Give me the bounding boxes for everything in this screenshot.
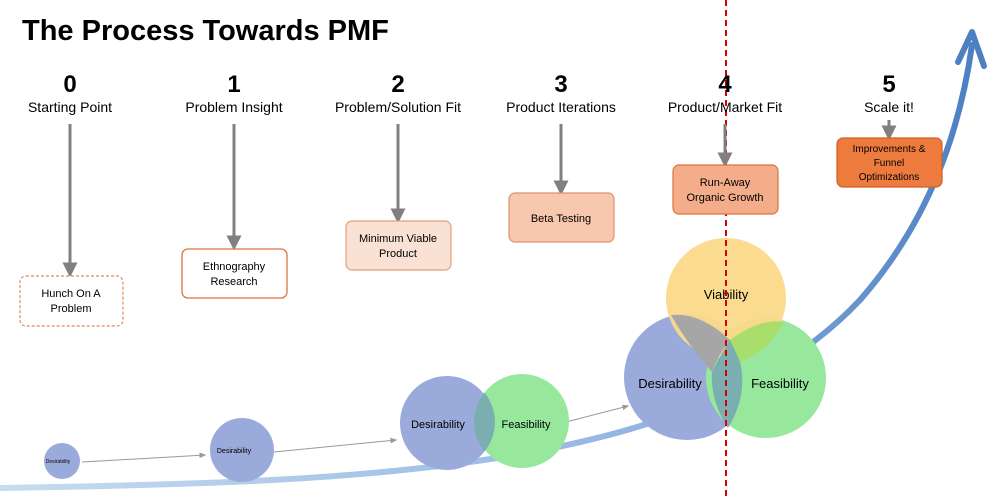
stage-number: 0 bbox=[63, 71, 76, 98]
circle-group-stage-1: Desirability bbox=[210, 418, 274, 482]
stage-5: 5 Scale it! bbox=[864, 71, 914, 115]
stage-label: Problem/Solution Fit bbox=[335, 99, 461, 115]
stage-0-box: Hunch On A Problem bbox=[19, 275, 124, 327]
stage-2-box: Minimum Viable Product bbox=[345, 220, 452, 271]
stage-label: Scale it! bbox=[864, 99, 914, 115]
box-text-line: Problem bbox=[51, 303, 92, 315]
stage-1: 1 Problem Insight bbox=[185, 71, 282, 115]
stage-number: 4 bbox=[718, 71, 732, 98]
stage-4: 4 Product/Market Fit bbox=[668, 71, 782, 115]
stage-4-box: Run-Away Organic Growth bbox=[672, 164, 779, 215]
desirability-circle bbox=[44, 443, 80, 479]
stage-1-box: Ethnography Research bbox=[181, 248, 288, 299]
page-title: The Process Towards PMF bbox=[22, 15, 389, 47]
overlap-region bbox=[474, 392, 495, 452]
circle-group-stage-4: Viability Desirability Feasibility bbox=[624, 238, 826, 440]
box-text-line: Beta Testing bbox=[531, 213, 591, 225]
overlap-region bbox=[711, 340, 743, 428]
stage-0: 0 Starting Point bbox=[28, 71, 112, 115]
desirability-circle bbox=[210, 418, 274, 482]
box-text-line: Hunch On A bbox=[41, 288, 101, 300]
stage-label: Starting Point bbox=[28, 99, 112, 115]
progression-arrow bbox=[273, 437, 398, 453]
desirability-circle bbox=[400, 376, 494, 470]
box-text-line: Run-Away bbox=[700, 177, 751, 189]
circle-label: Desirability bbox=[217, 448, 252, 455]
box-text-line: Product bbox=[379, 248, 417, 260]
stage-3: 3 Product Iterations bbox=[506, 71, 616, 115]
stage-number: 1 bbox=[227, 71, 240, 98]
box-text-line: Funnel bbox=[874, 158, 905, 169]
stage-label: Product/Market Fit bbox=[668, 99, 782, 115]
circle-group-stage-0: Desirability bbox=[44, 443, 80, 479]
box-text-line: Improvements & bbox=[853, 144, 926, 155]
stage-number: 5 bbox=[882, 71, 895, 98]
progression-arrow bbox=[565, 404, 630, 423]
box-text-line: Organic Growth bbox=[686, 192, 763, 204]
circle-label: Feasibility bbox=[502, 419, 551, 431]
circle-group-stage-2: Desirability Feasibility bbox=[400, 374, 569, 470]
circle-label: Desirability bbox=[411, 419, 465, 431]
stage-3-box: Beta Testing bbox=[508, 192, 615, 243]
stage-number: 2 bbox=[391, 71, 404, 98]
stage-2: 2 Problem/Solution Fit bbox=[335, 71, 461, 115]
stage-label: Product Iterations bbox=[506, 99, 616, 115]
feasibility-circle bbox=[475, 374, 569, 468]
stage-label: Problem Insight bbox=[185, 99, 282, 115]
growth-curve-arrowhead-icon bbox=[955, 29, 987, 69]
overlap-region bbox=[671, 314, 730, 372]
progression-arrow bbox=[81, 452, 207, 463]
box-text-line: Optimizations bbox=[859, 172, 920, 183]
circle-label: Desirability bbox=[46, 459, 71, 465]
stage-number: 3 bbox=[554, 71, 567, 98]
box-text-line: Ethnography bbox=[203, 261, 266, 273]
box-text-line: Minimum Viable bbox=[359, 233, 437, 245]
stage-5-box: Improvements & Funnel Optimizations bbox=[836, 137, 943, 188]
circle-label: Feasibility bbox=[751, 376, 809, 391]
overlap-region bbox=[730, 321, 784, 362]
box-text-line: Research bbox=[210, 276, 257, 288]
circle-label: Desirability bbox=[638, 376, 702, 391]
